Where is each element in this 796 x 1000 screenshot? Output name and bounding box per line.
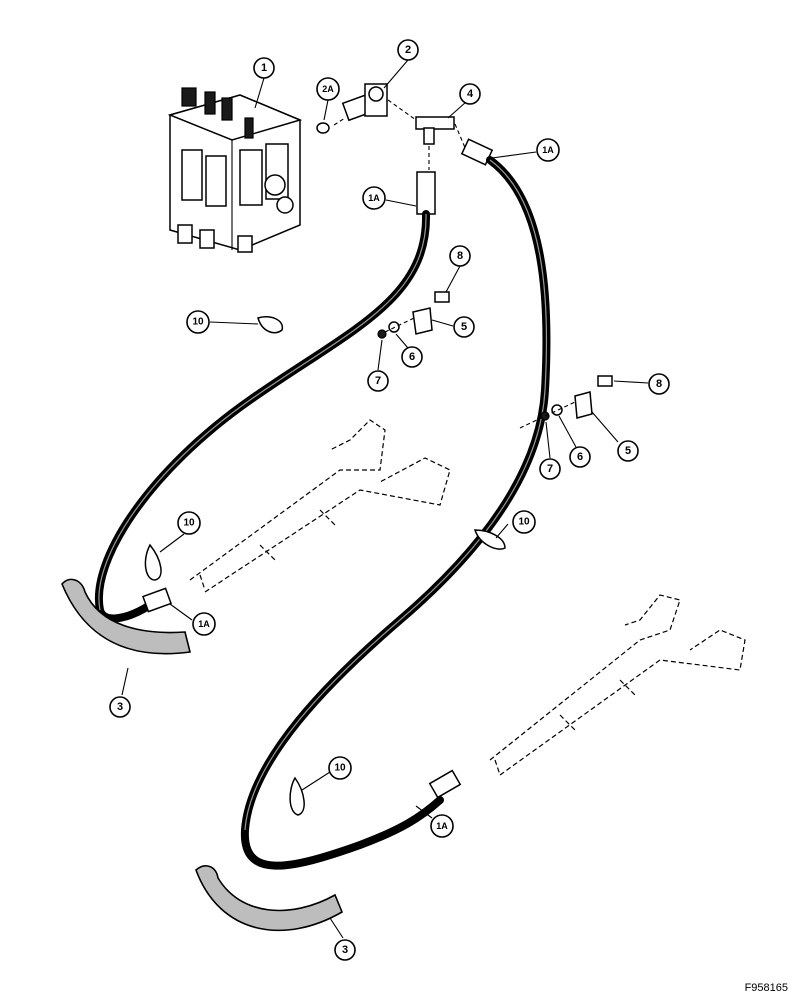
callout-3-upper: 3	[109, 696, 131, 718]
o-ring	[316, 122, 330, 134]
callout-6-upper: 6	[401, 346, 423, 368]
tee-fitting	[415, 116, 455, 145]
protective-sleeve-lower	[195, 865, 344, 932]
hose-fitting-bottom-right	[428, 769, 462, 799]
callout-label: 8	[457, 250, 463, 262]
callout-8-lower: 8	[648, 373, 670, 395]
callout-5-lower: 5	[617, 440, 639, 462]
hose-strap-lower	[289, 776, 305, 816]
callout-7-upper: 7	[367, 370, 389, 392]
hose-strap-left	[144, 543, 162, 581]
callout-label: 7	[375, 375, 381, 387]
hose-fitting-bottom-left	[142, 587, 172, 613]
clamp-hardware-lower	[519, 375, 613, 429]
callout-7-lower: 7	[539, 458, 561, 480]
clamp-hardware-upper	[377, 291, 450, 339]
callout-label: 1A	[198, 619, 210, 629]
callout-label: 3	[342, 944, 348, 956]
callout-2a: 2A	[316, 77, 340, 101]
callout-10-lower: 10	[328, 756, 352, 780]
callout-label: 1A	[542, 145, 554, 155]
callout-label: 5	[461, 321, 467, 333]
callout-10-left: 10	[177, 511, 201, 535]
figure-id: F958165	[744, 982, 788, 994]
callout-label: 7	[547, 463, 553, 475]
callout-1: 1	[253, 57, 275, 79]
callout-label: 6	[409, 351, 415, 363]
callout-label: 10	[518, 517, 530, 528]
callout-5-upper: 5	[453, 316, 475, 338]
callout-label: 1	[261, 62, 267, 74]
callout-8-upper: 8	[449, 245, 471, 267]
callout-2: 2	[397, 39, 419, 61]
callout-1a-top-right: 1A	[536, 138, 560, 162]
callout-10-right: 10	[512, 510, 536, 534]
callout-label: 6	[577, 451, 583, 463]
callout-label: 1A	[436, 821, 448, 831]
hose-strap-upper	[257, 316, 284, 334]
callout-6-lower: 6	[569, 446, 591, 468]
callout-1a-bottom: 1A	[430, 814, 454, 838]
callout-label: 2	[405, 44, 411, 56]
callout-label: 5	[625, 445, 631, 457]
protective-sleeve-upper	[61, 578, 191, 655]
callout-label: 3	[117, 701, 123, 713]
hose-right	[240, 156, 551, 870]
callout-4: 4	[459, 83, 481, 105]
callout-label: 10	[192, 317, 204, 328]
callout-label: 2A	[322, 84, 334, 94]
lift-arm-lower-phantom	[489, 594, 746, 776]
control-valve	[167, 87, 303, 253]
callout-1a-middle-left: 1A	[192, 612, 216, 636]
callout-label: 1A	[368, 193, 380, 203]
hose-strap-right	[473, 529, 506, 550]
callout-label: 10	[183, 518, 195, 529]
callout-label: 10	[334, 763, 346, 774]
hose-fitting-top-left	[416, 171, 436, 215]
callout-label: 4	[467, 88, 474, 100]
callout-10-upper: 10	[186, 310, 210, 334]
callout-3-lower: 3	[334, 939, 356, 961]
callout-label: 8	[656, 378, 662, 390]
lift-arm-upper-phantom	[189, 419, 451, 593]
callout-1a-top-left: 1A	[362, 186, 386, 210]
elbow-fitting	[341, 83, 388, 122]
